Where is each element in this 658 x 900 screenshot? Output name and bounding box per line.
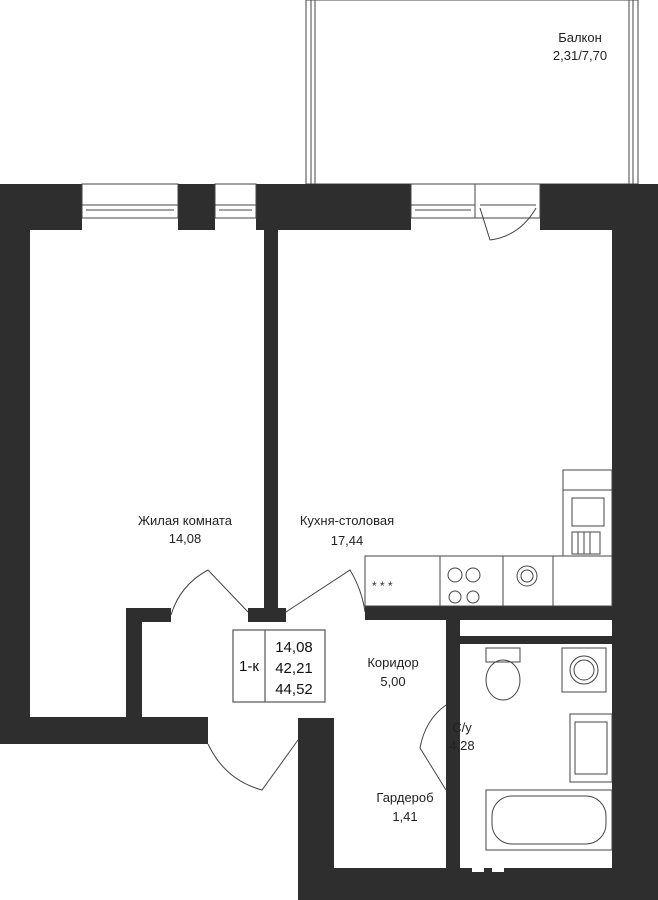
summary-box: 1-к 14,08 42,21 44,52	[232, 629, 326, 703]
living-room-name: Жилая комната	[138, 513, 233, 528]
living-room-area: 14,08	[169, 531, 202, 546]
bathroom-name: С/у	[452, 720, 472, 735]
wardrobe-area: 1,41	[392, 809, 417, 824]
living-area-value: 14,08	[275, 639, 313, 656]
total-area-value: 42,21	[275, 660, 313, 677]
balcony-name: Балкон	[558, 30, 602, 45]
kitchen-name: Кухня-столовая	[300, 513, 394, 528]
wardrobe-name: Гардероб	[376, 790, 433, 805]
kitchen-set: * * *	[364, 469, 613, 607]
room-labels: Балкон 2,31/7,70 Жилая комната 14,08 Кух…	[138, 30, 607, 824]
door-swings	[170, 569, 447, 791]
bathroom-fixtures	[485, 647, 613, 851]
total-with-balcony-value: 44,52	[275, 681, 313, 698]
walls	[0, 184, 658, 900]
apartment-type: 1-к	[239, 658, 259, 675]
kitchen-area: 17,44	[331, 533, 364, 548]
svg-text:* * *: * * *	[372, 579, 393, 593]
corridor-area: 5,00	[380, 674, 405, 689]
windows	[81, 183, 541, 219]
balcony	[305, 0, 639, 185]
balcony-area: 2,31/7,70	[553, 48, 607, 63]
balcony-door	[479, 207, 537, 241]
corridor-name: Коридор	[367, 655, 418, 670]
bathroom-area: 4,28	[449, 738, 474, 753]
